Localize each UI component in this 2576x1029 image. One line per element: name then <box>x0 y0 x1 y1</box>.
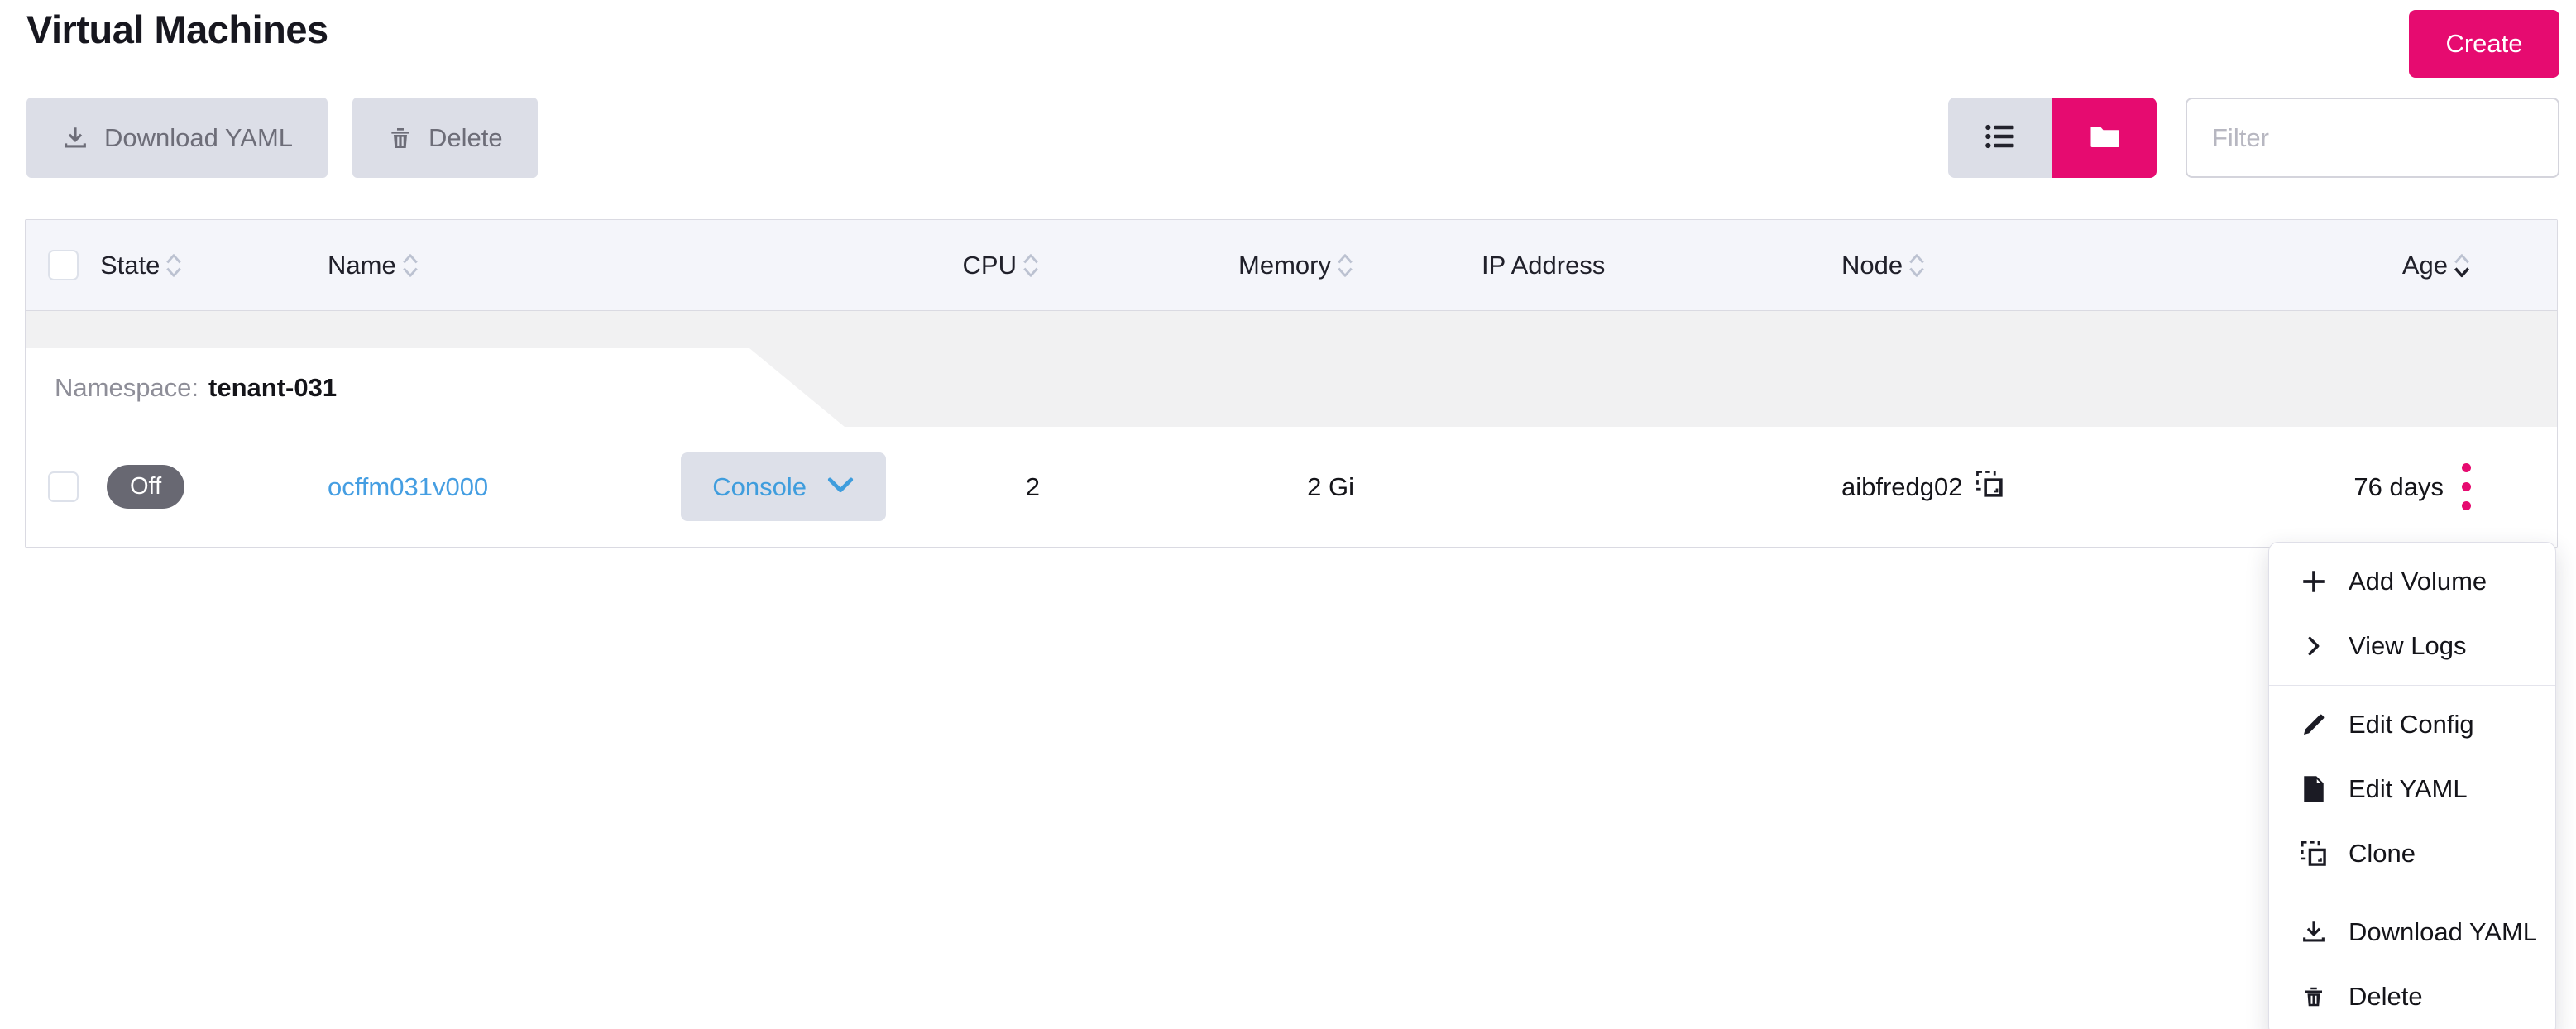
header-age-label: Age <box>2401 250 2448 280</box>
header-cpu[interactable]: CPU <box>886 251 1051 280</box>
table-row: Off ocffm031v000 Console 2 2 Gi aibfredg… <box>26 427 2557 547</box>
namespace-value: tenant-031 <box>208 372 338 402</box>
header-state[interactable]: State <box>100 251 307 280</box>
row-actions-menu: Add Volume View Logs Edit Config Edit YA… <box>2268 542 2556 1029</box>
vm-table: State Name CPU <box>25 219 2558 548</box>
menu-item-label: Add Volume <box>2349 567 2487 596</box>
menu-item-label: View Logs <box>2349 631 2467 660</box>
table-header-row: State Name CPU <box>26 220 2557 311</box>
header-node[interactable]: Node <box>1804 251 2267 280</box>
memory-value: 2 Gi <box>1307 471 1354 501</box>
vm-name-link[interactable]: ocffm031v000 <box>328 471 489 501</box>
bulk-actions: Download YAML Delete <box>26 98 538 178</box>
table-controls <box>1948 98 2559 178</box>
download-icon <box>2297 918 2330 946</box>
header-memory-label: Memory <box>1238 250 1331 280</box>
menu-item-clone[interactable]: Clone <box>2269 821 2555 886</box>
trash-icon <box>2297 984 2330 1009</box>
download-icon <box>61 124 89 152</box>
status-badge: Off <box>107 465 185 509</box>
folder-icon <box>2086 118 2123 157</box>
namespace-label: Namespace: <box>55 372 199 402</box>
download-yaml-label: Download YAML <box>104 122 294 152</box>
trash-icon <box>387 125 414 151</box>
header-age[interactable]: Age <box>2267 251 2483 280</box>
filter-input[interactable] <box>2186 98 2559 178</box>
sort-icon <box>1336 252 1354 279</box>
menu-item-download-yaml[interactable]: Download YAML <box>2269 900 2555 964</box>
sort-icon <box>401 252 419 279</box>
namespace-tab: Namespace: tenant-031 <box>26 348 845 427</box>
header-ip-address: IP Address <box>1366 251 1804 280</box>
menu-item-edit-config[interactable]: Edit Config <box>2269 692 2555 757</box>
row-actions-kebab-button[interactable] <box>2462 463 2471 510</box>
header-state-label: State <box>100 250 160 280</box>
console-label: Console <box>712 471 807 501</box>
menu-item-delete[interactable]: Delete <box>2269 964 2555 1029</box>
menu-item-label: Delete <box>2349 982 2423 1011</box>
sort-desc-icon <box>2453 252 2471 279</box>
copy-icon <box>2297 840 2330 868</box>
sort-icon <box>1022 252 1040 279</box>
pencil-icon <box>2297 711 2330 738</box>
sort-icon <box>1908 252 1926 279</box>
header-cpu-label: CPU <box>962 250 1017 280</box>
chevron-down-icon <box>826 472 855 502</box>
cpu-value: 2 <box>1025 471 1040 501</box>
age-value: 76 days <box>2353 471 2444 501</box>
page-title: Virtual Machines <box>26 7 328 51</box>
download-yaml-button[interactable]: Download YAML <box>26 98 328 178</box>
menu-item-view-logs[interactable]: View Logs <box>2269 614 2555 678</box>
header-node-label: Node <box>1841 250 1903 280</box>
grouped-view-button[interactable] <box>2052 98 2157 178</box>
kebab-dot <box>2462 501 2471 510</box>
menu-item-label: Edit Config <box>2349 710 2474 739</box>
menu-item-edit-yaml[interactable]: Edit YAML <box>2269 757 2555 821</box>
sort-icon <box>165 252 183 279</box>
create-button[interactable]: Create <box>2409 10 2559 78</box>
row-checkbox[interactable] <box>47 471 79 502</box>
select-all-checkbox[interactable] <box>47 250 79 280</box>
header-memory[interactable]: Memory <box>1051 251 1366 280</box>
kebab-dot <box>2462 482 2471 491</box>
console-dropdown-button[interactable]: Console <box>681 452 886 521</box>
header-name[interactable]: Name <box>307 251 886 280</box>
list-view-button[interactable] <box>1948 98 2052 178</box>
angle-right-icon <box>2297 634 2330 658</box>
node-value: aibfredg02 <box>1841 471 1963 501</box>
header-name-label: Name <box>328 250 396 280</box>
delete-label: Delete <box>429 122 503 152</box>
delete-button[interactable]: Delete <box>352 98 538 178</box>
copy-icon[interactable] <box>1975 469 2004 505</box>
file-icon <box>2297 776 2330 802</box>
plus-icon <box>2297 567 2330 596</box>
view-toggle <box>1948 98 2157 178</box>
menu-item-add-volume[interactable]: Add Volume <box>2269 549 2555 614</box>
kebab-dot <box>2462 463 2471 472</box>
menu-item-label: Clone <box>2349 839 2416 868</box>
menu-item-label: Download YAML <box>2349 917 2538 946</box>
namespace-group-header: Namespace: tenant-031 <box>26 311 2557 427</box>
header-ip-label: IP Address <box>1482 250 1606 280</box>
list-view-icon <box>1982 118 2018 157</box>
menu-item-label: Edit YAML <box>2349 774 2468 803</box>
menu-divider <box>2269 685 2555 686</box>
